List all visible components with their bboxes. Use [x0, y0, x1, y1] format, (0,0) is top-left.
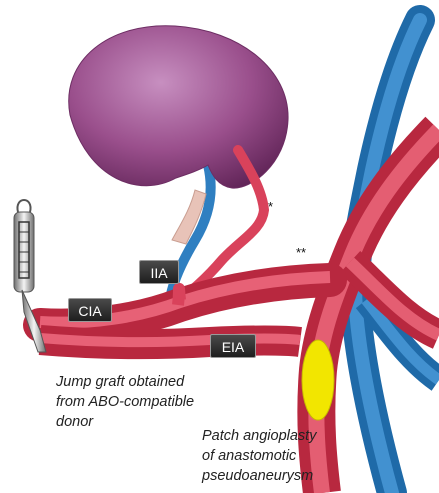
patch-caption-line: of anastomotic — [202, 446, 316, 466]
jump-graft-caption-line: from ABO-compatible — [56, 392, 194, 412]
eia-label: EIA — [210, 334, 256, 358]
jump-graft-caption: Jump graft obtained from ABO-compatible … — [56, 372, 194, 432]
double-star-mark: ** — [296, 246, 306, 260]
kidney — [69, 26, 288, 188]
jump-graft-caption-line: Jump graft obtained — [56, 372, 194, 392]
cia-label: CIA — [68, 298, 112, 322]
jump-graft-caption-line: donor — [56, 412, 194, 432]
single-star-mark: * — [268, 200, 273, 214]
patch-caption-line: pseudoaneurysm — [202, 466, 316, 486]
iia-label: IIA — [139, 260, 179, 284]
patch-caption: Patch angioplasty of anastomotic pseudoa… — [202, 426, 316, 486]
patch-angioplasty — [302, 340, 334, 420]
patch-caption-line: Patch angioplasty — [202, 426, 316, 446]
